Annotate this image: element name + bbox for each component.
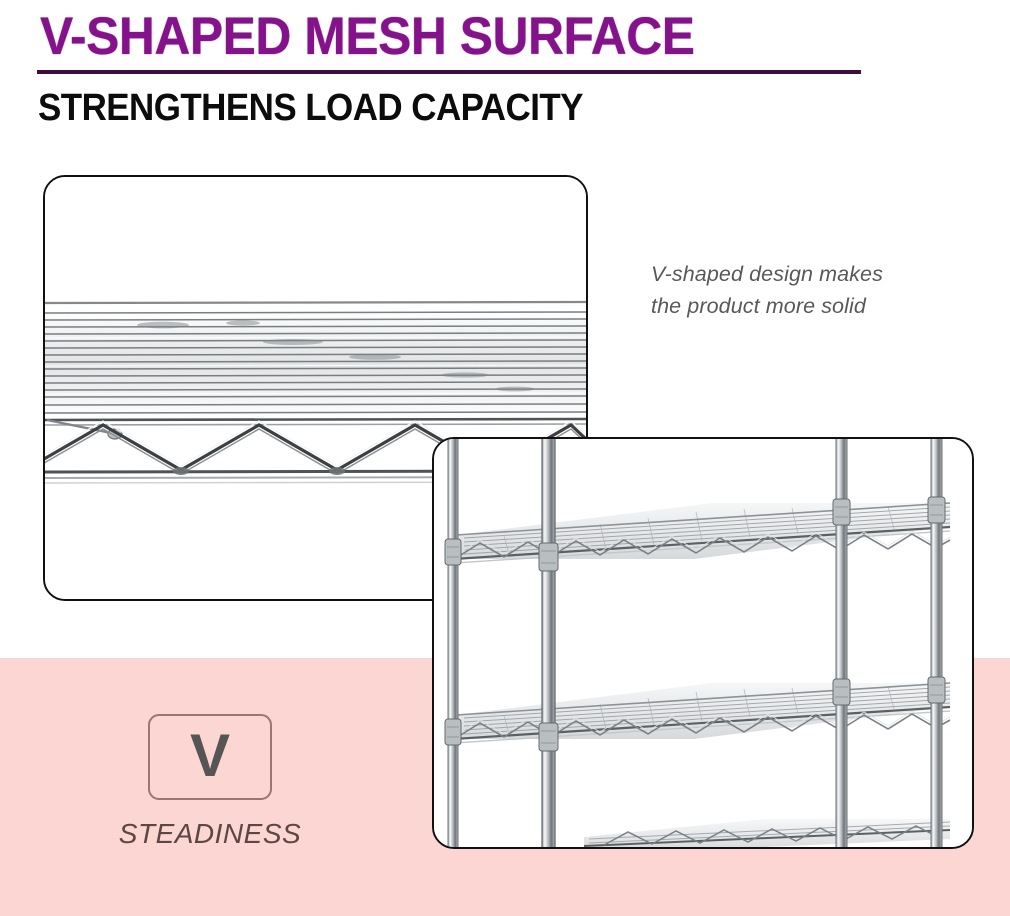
photo-panel-shelf-unit [432,437,974,849]
feature-caption: V-shaped design makes the product more s… [651,258,951,322]
feature-caption-line-2: the product more solid [651,294,866,318]
title-divider [37,70,861,74]
feature-caption-line-1: V-shaped design makes [651,262,883,286]
v-shape-icon: V [189,721,231,789]
page-subtitle: STRENGTHENS LOAD CAPACITY [38,87,583,129]
wire-shelving-unit-illustration [434,439,972,847]
steadiness-badge: V [148,714,272,800]
page-title: V-SHAPED MESH SURFACE [40,7,695,66]
steadiness-badge-label: STEADINESS [118,818,302,849]
